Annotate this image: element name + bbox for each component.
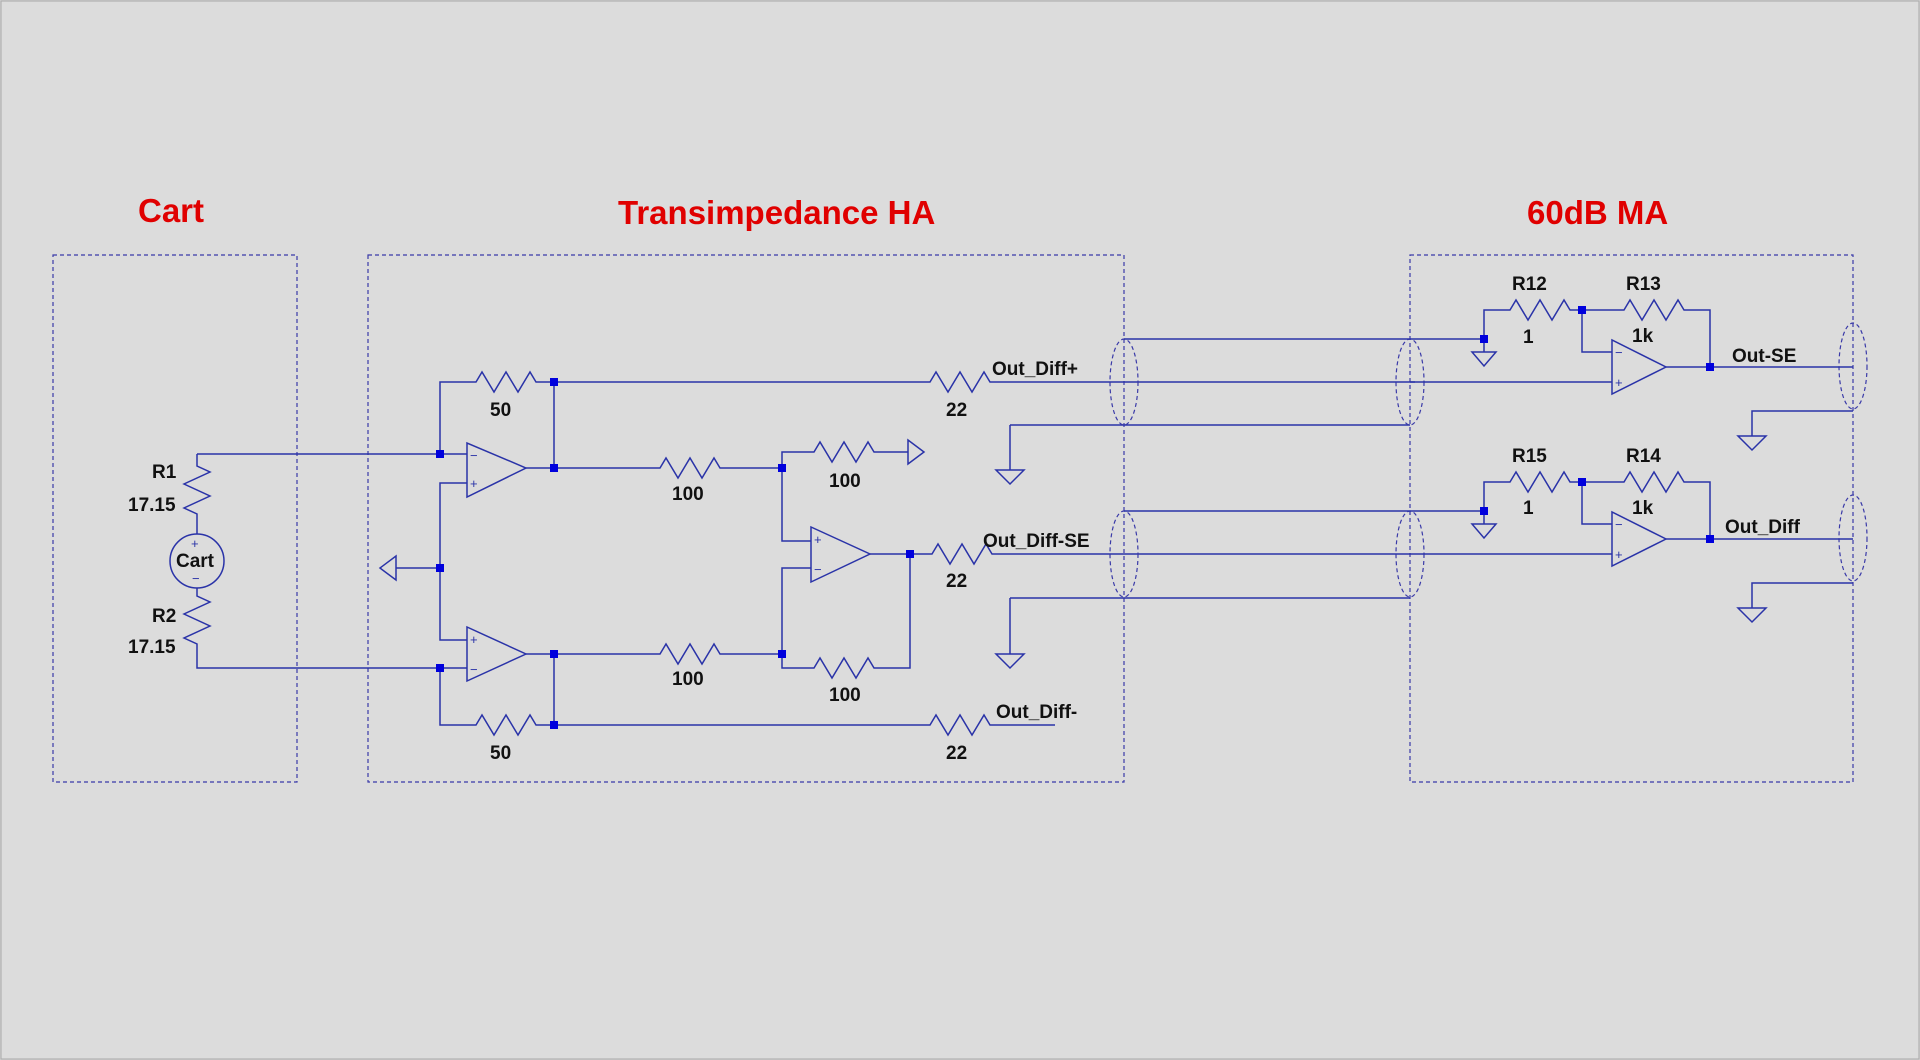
rfb-top-value: 50: [490, 400, 511, 421]
ha-circuit: − + + − + −: [378, 370, 1415, 737]
r-diff-bot-value: 100: [829, 685, 861, 706]
r13-name: R13: [1626, 274, 1661, 295]
r-out-mid-value: 22: [946, 571, 967, 592]
r14-name: R14: [1626, 446, 1661, 467]
svg-text:+: +: [191, 536, 199, 551]
r12-value: 1: [1523, 327, 1534, 348]
r-top-series-value: 100: [672, 484, 704, 505]
r13-value: 1k: [1632, 326, 1654, 347]
title-transimpedance-ha: Transimpedance HA: [618, 194, 935, 231]
svg-text:−: −: [192, 571, 200, 586]
junction-dots: [436, 306, 1714, 729]
r2-value: 17.15: [128, 637, 176, 658]
cart-source-label: Cart: [176, 551, 215, 572]
title-60db-ma: 60dB MA: [1527, 194, 1668, 231]
net-out-diff: Out_Diff: [1725, 517, 1801, 538]
svg-text:+: +: [1615, 547, 1623, 562]
r12-name: R12: [1512, 274, 1547, 295]
r1-name: R1: [152, 462, 177, 483]
net-out-se: Out-SE: [1732, 346, 1796, 367]
svg-text:+: +: [470, 476, 478, 491]
svg-text:+: +: [470, 632, 478, 647]
svg-text:+: +: [814, 532, 822, 547]
rfb-bot-value: 50: [490, 743, 511, 764]
net-out-diff-plus: Out_Diff+: [992, 359, 1078, 380]
cart-circuit: + −: [169, 453, 440, 669]
svg-text:−: −: [1615, 345, 1623, 360]
r-diff-top-value: 100: [829, 471, 861, 492]
cart-box: [52, 254, 298, 783]
title-cart: Cart: [138, 192, 204, 229]
svg-text:−: −: [470, 448, 478, 463]
r14-value: 1k: [1632, 498, 1654, 519]
ha-box: [367, 254, 1125, 783]
ma-circuit: − + − +: [1410, 298, 1853, 624]
svg-text:−: −: [814, 562, 822, 577]
r-out-bot-value: 22: [946, 743, 967, 764]
r-bot-series-value: 100: [672, 669, 704, 690]
svg-text:+: +: [1615, 375, 1623, 390]
r2-name: R2: [152, 606, 176, 627]
svg-text:−: −: [1615, 517, 1623, 532]
r-out-top-value: 22: [946, 400, 967, 421]
r15-name: R15: [1512, 446, 1547, 467]
net-out-diff-se: Out_Diff-SE: [983, 531, 1090, 552]
net-out-diff-minus: Out_Diff-: [996, 702, 1077, 723]
ma-box: [1409, 254, 1854, 783]
r15-value: 1: [1523, 498, 1534, 519]
r1-value: 17.15: [128, 495, 176, 516]
svg-text:−: −: [470, 662, 478, 677]
